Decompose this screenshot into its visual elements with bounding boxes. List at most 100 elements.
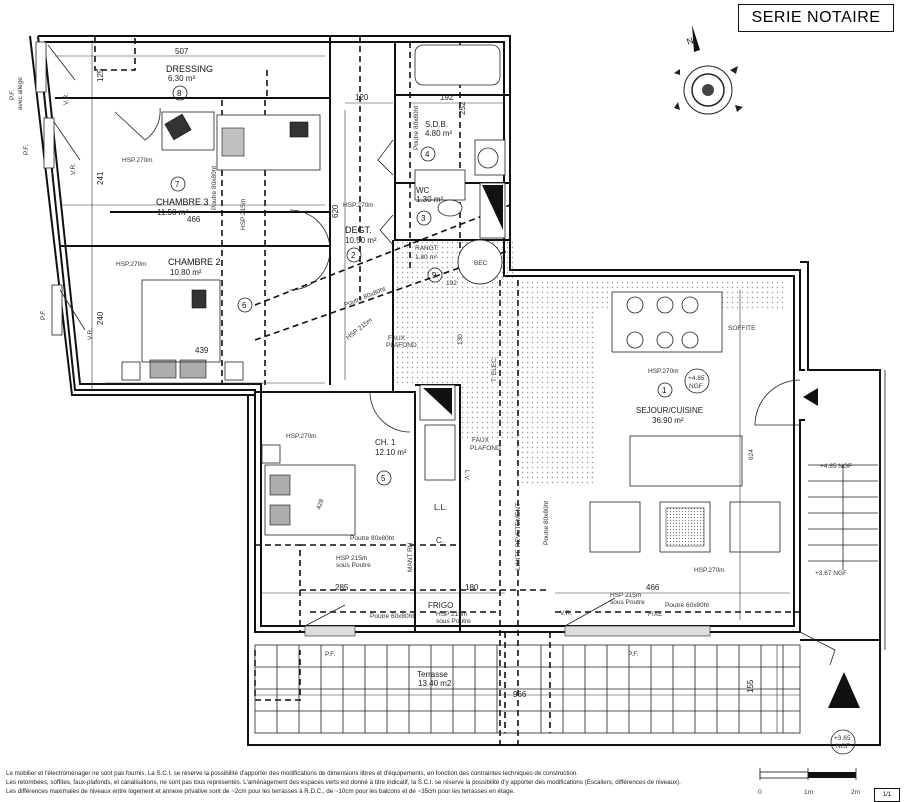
ngf-level: NGF [836, 743, 850, 750]
room-number: 9 [432, 271, 437, 280]
windows [35, 41, 711, 637]
beam-label: Poutre 80x80ht [211, 166, 218, 210]
shutter-label: V.R. [560, 610, 572, 617]
room-name: DRESSING [166, 64, 213, 74]
dimension-label: 439 [195, 346, 209, 355]
room-area: 6.30 m² [168, 74, 195, 83]
ceiling-height-label: HSP 215m [240, 199, 247, 230]
dimension-label: 285 [335, 583, 349, 592]
shutter-label: V.R. [63, 93, 70, 105]
ngf-level: NGF [689, 383, 703, 390]
room-name: DEGT. [345, 225, 372, 235]
dimension-label: 125 [96, 68, 105, 82]
faux-plafond-label: PLAFOND [386, 342, 417, 349]
room-name: WC [416, 186, 430, 195]
room-number: 5 [381, 474, 386, 483]
dimension-label: 192 [446, 280, 457, 287]
fixe-label: FIXE [648, 611, 663, 618]
dimension-label: 130 [457, 334, 464, 345]
dimension-label: 192 [440, 93, 454, 102]
window-label: P.F. [40, 309, 47, 320]
window-label: P.F. [9, 89, 16, 100]
dimension-label: 240 [96, 311, 105, 325]
dimension-label: 155 [746, 679, 755, 693]
ceiling-height-label: HSP.270m [343, 202, 374, 209]
scale-bar [759, 768, 857, 780]
room-name: S.D.B. [425, 120, 448, 129]
ceiling-height-label: HSP.270m [694, 567, 725, 574]
dimension-label: 241 [96, 171, 105, 185]
north-label: N [685, 35, 695, 47]
ceiling-height-label: HSP 215m [345, 317, 374, 342]
room-number: 7 [175, 180, 180, 189]
faux-plafond-zone [515, 280, 595, 485]
room-name: CHAMBRE 3 [156, 197, 209, 207]
furniture [121, 44, 781, 553]
mant-label: MANT RH [407, 542, 414, 572]
room-area: 13.40 m2 [418, 679, 452, 688]
entrance-arrow-icon [803, 388, 818, 406]
terrace-grid [254, 632, 801, 734]
room-number: 3 [421, 214, 426, 223]
room-area: 11.50 m² [157, 208, 188, 217]
room-number: 6 [242, 301, 247, 310]
doors [114, 107, 836, 666]
sous-poutre-label: sous Poutre [436, 618, 471, 625]
window-label: P.F. [325, 651, 336, 658]
beam-lines [94, 36, 800, 745]
dimension-label: 428 [315, 498, 325, 511]
disclaimer-note: Les différences maximales de niveaux ent… [6, 788, 515, 795]
room-area: 4.80 m² [425, 129, 452, 138]
faux-plafond-label: FAUX [388, 335, 406, 342]
ngf-level: +4.85 NGF [820, 463, 852, 470]
ceiling-height-label: HSP.270m [116, 261, 147, 268]
beam-label: Poutre 80x80ht [543, 501, 550, 545]
room-area: 10.50 m² [345, 236, 377, 245]
beam-label: Poutre 80x80ht [413, 106, 420, 150]
room-area: 10.80 m² [170, 268, 202, 277]
outer-walls [29, 35, 886, 746]
ceiling-height-label: HSP 215m [610, 592, 641, 599]
dimension-label: 120 [355, 93, 369, 102]
direction-arrow-icon [828, 672, 860, 708]
ceiling-height-label: HSP.270m [286, 433, 317, 440]
stairs [808, 464, 878, 570]
room-number: 4 [425, 150, 430, 159]
disclaimer-note: Le mobilier et l'électroménager ne sont … [6, 770, 579, 777]
window-label: P.F. [628, 651, 639, 658]
dimension-label: 466 [187, 215, 201, 224]
room-number: 1 [662, 386, 667, 395]
room-name: Terrasse [417, 670, 448, 679]
scale-label: 1m [804, 789, 813, 796]
window-label: avec allège [17, 77, 24, 110]
room-area: 1.80 m² [415, 254, 438, 261]
room-number-markers [170, 85, 856, 755]
frigo-label: FRIGO [428, 601, 453, 610]
ceiling-height-label: HSP.270m [122, 157, 153, 164]
ll-label: L.L. [434, 503, 447, 512]
dimension-label: 620 [331, 204, 340, 218]
t-elec-label: T. ELEC. [491, 356, 498, 382]
dimension-label: 252 [458, 101, 467, 115]
room-name: SEJOUR/CUISINE [636, 406, 703, 415]
room-name: CH. 1 [375, 438, 396, 447]
ceiling-height-label: HSP 215m [436, 611, 467, 618]
compass-rose-icon [674, 25, 743, 115]
faux-plafond-label: FAUX [472, 437, 490, 444]
room-number: 2 [351, 251, 356, 260]
beam-label: Poutre 60x80ht [370, 613, 414, 620]
dimension-label: 624 [748, 449, 755, 460]
beam-label: Poutre 80x80ht [343, 286, 387, 309]
shutter-label: V.R. [70, 163, 77, 175]
plan-title: SERIE NOTAIRE [738, 4, 894, 32]
dimension-label: 466 [646, 583, 660, 592]
sous-poutre-label: sous Poutre [610, 599, 645, 606]
interior-walls [55, 36, 510, 632]
sous-poutre-label: sous Poutre [336, 562, 371, 569]
window-label: P.F. [23, 144, 30, 155]
soffite-label: SOFFITE [728, 325, 756, 332]
room-number: 8 [177, 89, 182, 98]
dimension-lines [55, 40, 800, 733]
ceiling-height-label: HSP 215m [336, 555, 367, 562]
room-name: CHAMBRE 2 [168, 257, 221, 267]
